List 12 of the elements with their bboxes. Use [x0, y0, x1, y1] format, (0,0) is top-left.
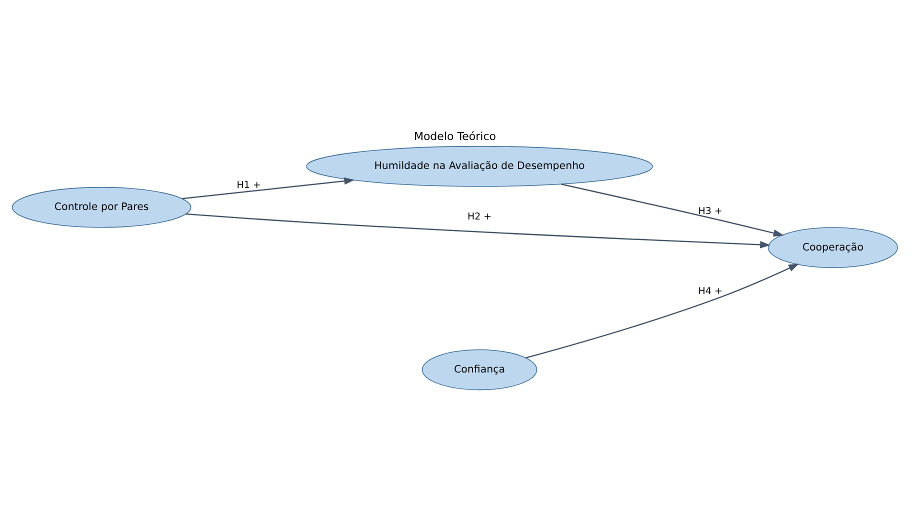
node-ellipse: Controle por Pares: [12, 186, 192, 228]
edge-label: H2 +: [468, 211, 492, 222]
node-ellipse: Confiança: [422, 348, 538, 390]
arrow: [526, 263, 800, 358]
edge-label: H3 +: [698, 206, 722, 217]
arrow: [186, 212, 771, 248]
edge-label: H1 +: [236, 180, 261, 191]
edge-label: H4 +: [698, 285, 722, 296]
arrow: [182, 176, 355, 199]
diagram-title: Modelo Teórico: [414, 130, 496, 143]
arrow: [561, 183, 784, 236]
node-ellipse: Cooperação: [768, 226, 898, 268]
